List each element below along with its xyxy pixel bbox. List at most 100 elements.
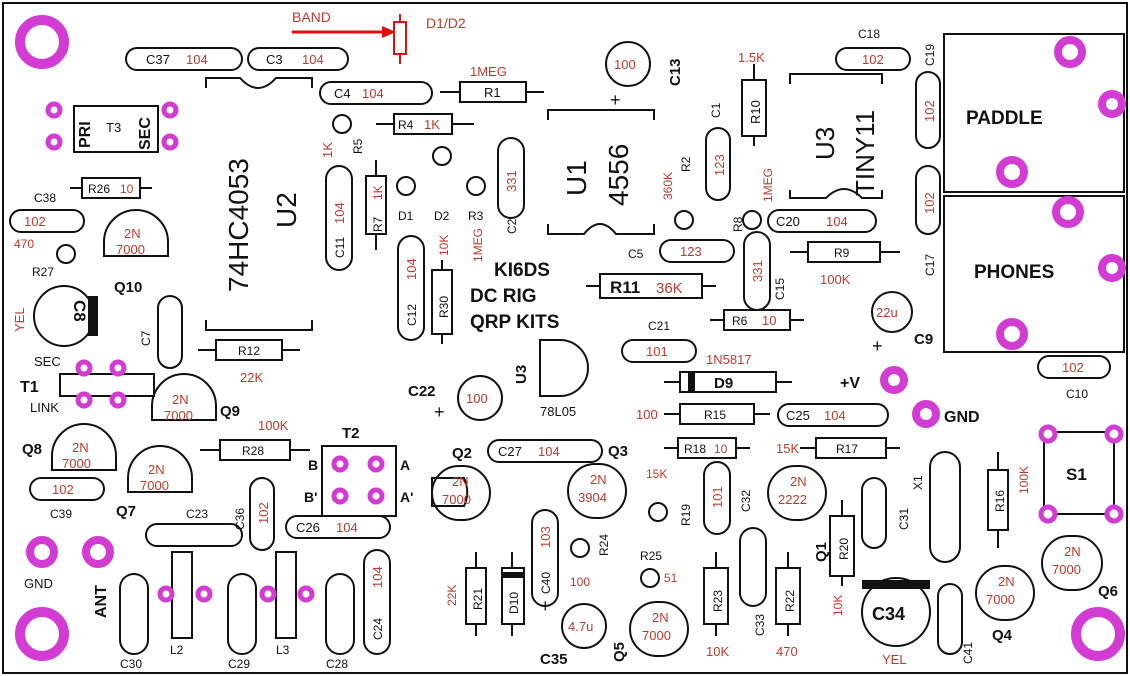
svg-text:51: 51 (664, 571, 678, 585)
svg-text:10: 10 (762, 313, 776, 328)
svg-text:102: 102 (1062, 360, 1084, 375)
svg-text:C25: C25 (786, 408, 810, 423)
svg-text:360K: 360K (661, 172, 675, 200)
svg-text:1MEG: 1MEG (471, 228, 485, 262)
svg-text:2N: 2N (452, 474, 469, 489)
svg-text:GND: GND (24, 576, 53, 591)
cap-c9: 22u + C9 (871, 291, 933, 356)
cap-c33: C33 (739, 527, 767, 636)
svg-text:R30: R30 (437, 296, 451, 318)
cap-c39: 102 C39 (29, 477, 105, 521)
svg-text:C5: C5 (628, 247, 644, 261)
svg-text:+: + (434, 402, 445, 422)
svg-text:T2: T2 (342, 425, 360, 442)
transistor-q9: 2N 7000 Q9 (151, 373, 240, 423)
svg-text:R20: R20 (837, 538, 851, 560)
svg-text:C37: C37 (146, 52, 170, 67)
svg-text:Q5: Q5 (611, 642, 628, 662)
diode-d2: D2 (432, 146, 452, 223)
svg-text:22K: 22K (445, 585, 459, 606)
svg-text:7000: 7000 (140, 478, 169, 493)
diode-d9: D9 1N5817 (664, 352, 792, 393)
svg-text:Q8: Q8 (22, 441, 42, 458)
svg-text:10K: 10K (437, 235, 451, 256)
svg-text:Q1: Q1 (813, 542, 830, 562)
svg-text:104: 104 (186, 52, 208, 67)
svg-text:C29: C29 (228, 657, 250, 671)
svg-text:C10: C10 (1066, 387, 1088, 401)
svg-text:D1: D1 (398, 209, 414, 223)
svg-text:1MEG: 1MEG (761, 168, 775, 202)
cap-c31: C31 (861, 477, 911, 549)
svg-text:C36: C36 (233, 508, 247, 530)
transistor-q7: 2N 7000 Q7 (116, 445, 193, 520)
svg-text:1K: 1K (320, 142, 335, 158)
cap-c7: C7 (139, 295, 183, 369)
resistor-r24: 100 R24 (570, 534, 611, 589)
svg-text:2N: 2N (72, 440, 89, 455)
svg-text:C4: C4 (334, 86, 351, 101)
svg-text:104: 104 (336, 520, 358, 535)
transformer-t3: PRI T3 SEC (45, 101, 179, 153)
svg-text:L2: L2 (170, 643, 184, 657)
svg-text:Q2: Q2 (452, 445, 472, 462)
cap-c34: C34 YEL (861, 577, 931, 667)
transistor-q4: 2N 7000 Q4 (975, 565, 1035, 644)
svg-text:C12: C12 (405, 304, 419, 326)
svg-text:Q4: Q4 (992, 627, 1013, 644)
svg-text:10: 10 (120, 182, 134, 196)
svg-text:331: 331 (504, 170, 519, 192)
svg-text:A': A' (400, 489, 413, 505)
svg-text:100: 100 (570, 575, 590, 589)
svg-text:R6: R6 (732, 314, 748, 328)
resistor-r15: R15 100 (636, 403, 770, 425)
cap-c17: 102 C17 (915, 165, 941, 276)
resistor-r12: R12 22K (198, 339, 300, 385)
cap-c35: 4.7u C35 + (540, 596, 607, 668)
svg-text:R12: R12 (238, 344, 260, 358)
cap-c22: 100 C22 + (408, 375, 503, 422)
svg-text:1MEG: 1MEG (470, 64, 507, 79)
svg-text:X1: X1 (911, 475, 925, 490)
svg-text:104: 104 (332, 202, 347, 224)
svg-text:Q3: Q3 (608, 443, 628, 460)
diode-d10: D10 (501, 552, 525, 636)
svg-text:R9: R9 (834, 246, 850, 260)
svg-text:1N5817: 1N5817 (706, 352, 752, 367)
svg-text:C2: C2 (505, 218, 519, 234)
t3-label: T3 (106, 120, 121, 135)
svg-text:102: 102 (922, 100, 937, 122)
svg-text:101: 101 (710, 486, 725, 508)
cap-c10: 102 C10 (1037, 355, 1111, 401)
transistor-q6: 2N 7000 Q6 (1041, 535, 1118, 600)
cap-c32: 101 C32 (703, 461, 753, 535)
ic-u1-4556: U1 4556 (547, 109, 655, 235)
svg-text:C28: C28 (326, 657, 348, 671)
svg-text:2N: 2N (1064, 544, 1081, 559)
transformer-t2: T2 B A B' A' (304, 425, 413, 517)
svg-text:22K: 22K (240, 370, 263, 385)
svg-text:C30: C30 (120, 657, 142, 671)
resistor-r20: R20 10K (829, 500, 855, 616)
kit-title: KI6DS DC RIG QRP KITS (470, 260, 559, 333)
resistor-r18: R18 10 (664, 437, 750, 459)
resistor-r27: 470 R27 (14, 237, 76, 279)
resistor-r16: R16 100K (987, 452, 1031, 548)
svg-text:D10: D10 (507, 592, 521, 614)
inductor-l3: L3 (259, 551, 315, 657)
svg-text:SEC: SEC (34, 354, 61, 369)
svg-text:C15: C15 (773, 278, 787, 300)
cap-c12: 104 C12 (397, 235, 425, 341)
resistor-r28: R28 100K (200, 418, 310, 461)
svg-text:100: 100 (466, 391, 488, 406)
svg-text:GND: GND (944, 409, 980, 426)
transformer-t1: SEC T1 LINK (20, 354, 155, 415)
resistor-r3: R3 1MEG (466, 176, 486, 262)
cap-c13: 100 C13 + (605, 41, 684, 110)
svg-text:15K: 15K (646, 467, 667, 481)
svg-text:Q9: Q9 (220, 403, 240, 420)
svg-text:C31: C31 (897, 508, 911, 530)
svg-text:102: 102 (256, 502, 271, 524)
cap-c27: C27 104 (487, 439, 603, 463)
svg-text:1K: 1K (424, 117, 440, 132)
